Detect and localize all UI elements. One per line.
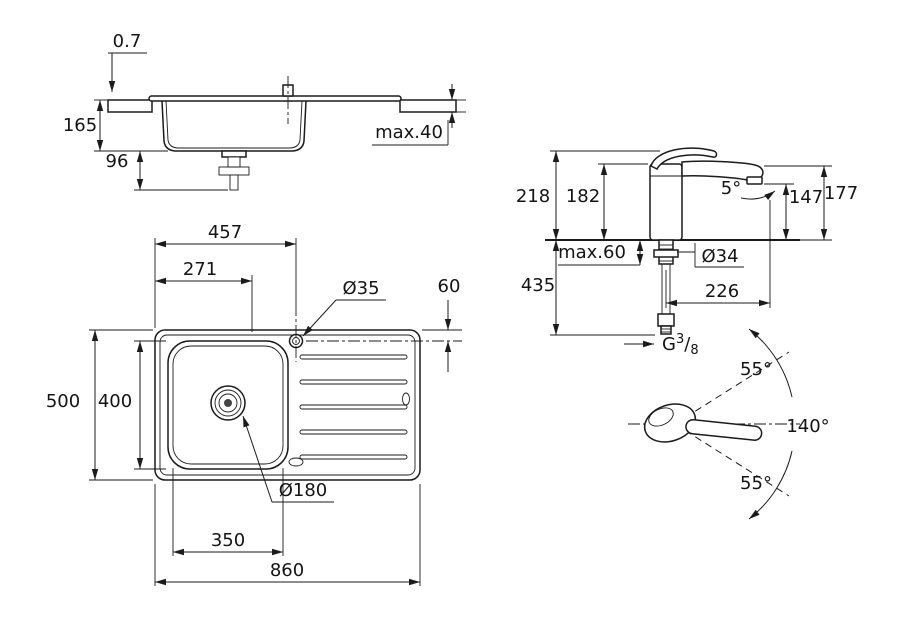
bowl-section-outer [161,100,307,152]
faucet-dimension-lines [550,150,832,348]
dim-bowl-depth: 165 [63,115,97,136]
swivel-arc-lower [748,450,793,520]
dim-upper-angle: 55° [740,359,772,380]
swivel-range-view: 55° 140° 55° [628,328,830,520]
faucet-spout-plan [685,418,763,441]
dim-spout-height: 177 [824,183,858,204]
dim-below-counter: 435 [521,275,555,296]
dim-bowl-center-x: 271 [183,259,217,280]
sink-top-view: 457 271 Ø35 60 500 400 Ø180 350 860 [46,222,462,586]
drain-assembly-section [218,150,250,191]
swivel-upper-limit-line [674,351,790,425]
dim-spout-angle: 5° [721,178,741,199]
sink-rim-profile [148,95,402,102]
dim-body-height: 182 [566,186,600,207]
faucet-body [649,163,683,241]
aerator [746,176,763,185]
dim-overall-width: 860 [270,560,304,581]
dim-lower-angle: 55° [740,473,772,494]
faucet-lever [650,147,718,170]
top-view-dimension-lines [89,238,462,586]
dim-spout-reach: 226 [705,281,739,302]
faucet-under-counter [653,239,679,335]
swivel-lower-limit-line [674,423,790,497]
bowl-outline [167,340,289,470]
faucet-side-view: 218 182 5° 147 177 max.60 Ø34 435 226 G3… [516,147,858,358]
dim-drain-dia: Ø180 [279,480,328,501]
dim-outlet-height: 147 [789,187,823,208]
dim-rim-height: 0.7 [113,31,142,52]
dim-shank-dia: Ø34 [701,246,738,267]
dim-total-angle: 140° [786,416,829,437]
swivel-arc-upper [748,328,793,398]
tap-hole-inner [292,337,300,345]
sink-inner-edge [159,334,416,476]
dim-bowl-depth-plan: 400 [98,391,132,412]
drainboard-grooves [299,354,408,460]
dim-thread-size: G3/8 [662,332,699,358]
drain-plan [210,385,246,421]
dim-tap-hole-dia: Ø35 [342,278,379,299]
edge-mark [402,392,410,406]
dim-total-height: 218 [516,186,550,207]
dim-counter-max: max.40 [375,122,443,143]
faucet-body-plan [643,403,697,443]
dim-tap-offset-y: 60 [438,276,461,297]
faucet-lever-plan [648,407,674,427]
overflow-mark [288,457,304,467]
side-view-dimension-lines [94,52,466,191]
sink-side-view: 0.7 165 96 max.40 [63,31,466,191]
bowl-section-inner [165,100,303,149]
faucet-spout [681,160,764,183]
dim-overall-depth: 500 [46,391,80,412]
dim-bowl-width: 350 [211,530,245,551]
dim-mount-max: max.60 [558,242,626,263]
dim-tap-offset-x: 457 [208,222,242,243]
dim-under-depth: 96 [106,151,129,172]
countertop-section [107,99,457,113]
bowl-inner-edge [172,345,284,465]
